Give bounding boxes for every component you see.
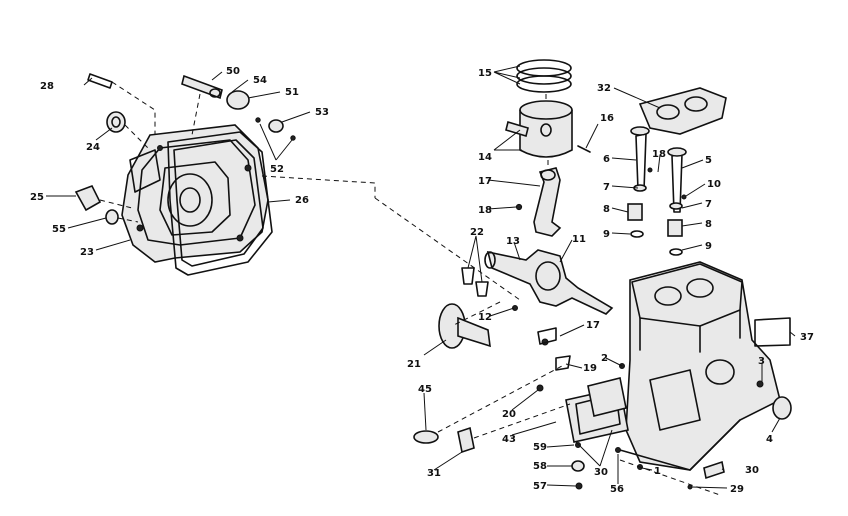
callout-54: 54 <box>253 75 267 86</box>
callout-51: 51 <box>285 87 299 98</box>
callout-labels: 28 50 54 51 53 52 24 26 25 55 23 15 32 1… <box>30 66 814 495</box>
callout-56: 56 <box>610 484 624 495</box>
right-assembly-lines <box>437 94 721 496</box>
callout-18-bolt: 18 <box>478 205 492 216</box>
plug-25 <box>74 184 102 212</box>
callout-14: 14 <box>478 152 492 163</box>
callout-30-right: 30 <box>745 465 759 476</box>
callout-6: 6 <box>603 154 610 165</box>
callout-32: 32 <box>597 83 611 94</box>
bolt-28 <box>87 73 113 89</box>
callout-11: 11 <box>572 234 586 245</box>
cylinder-block <box>619 87 792 471</box>
piston-pin-14 <box>505 120 529 138</box>
callout-37: 37 <box>800 332 814 343</box>
callout-8-left: 8 <box>603 204 610 215</box>
valve-spring-8a <box>627 203 643 221</box>
callout-55: 55 <box>52 224 66 235</box>
governor-shaft-50 <box>181 74 223 100</box>
connecting-rod-17 <box>533 167 562 237</box>
callout-57: 57 <box>533 481 547 492</box>
callout-22: 22 <box>470 227 484 238</box>
callout-26: 26 <box>295 195 309 206</box>
callout-13: 13 <box>506 236 520 247</box>
cover-gasket <box>167 131 273 276</box>
callout-52: 52 <box>270 164 284 175</box>
callout-21: 21 <box>407 359 421 370</box>
callout-5: 5 <box>705 155 712 166</box>
callout-29: 29 <box>730 484 744 495</box>
callout-25: 25 <box>30 192 44 203</box>
callout-24: 24 <box>86 142 100 153</box>
callout-2: 2 <box>601 353 608 364</box>
callout-31: 31 <box>427 468 441 479</box>
governor-gear-51 <box>226 90 250 110</box>
cylinder-block-1 <box>625 261 781 471</box>
callout-58: 58 <box>533 461 547 472</box>
callout-1: 1 <box>654 466 661 477</box>
plate-31 <box>457 426 475 454</box>
callout-19: 19 <box>583 363 597 374</box>
callout-7-right: 7 <box>705 199 712 210</box>
piston-assembly <box>505 59 591 237</box>
breather-45 <box>413 430 439 444</box>
callout-23: 23 <box>80 247 94 258</box>
crankshaft-assembly <box>438 126 687 349</box>
leader-lines <box>46 65 796 489</box>
callout-45: 45 <box>418 384 432 395</box>
callout-18-top: 18 <box>652 149 666 160</box>
callout-43: 43 <box>502 434 516 445</box>
callout-20: 20 <box>502 409 516 420</box>
washer-53 <box>268 119 284 133</box>
lower-small-parts <box>413 167 725 490</box>
valve-6 <box>635 133 647 191</box>
callout-9-left: 9 <box>603 229 610 240</box>
washer-55 <box>105 209 119 225</box>
callout-59: 59 <box>533 442 547 453</box>
crankcase-cover-assembly <box>74 73 296 276</box>
crankshaft-11 <box>486 249 614 315</box>
callout-30-lower: 30 <box>594 467 608 478</box>
callout-7-left: 7 <box>603 182 610 193</box>
callout-10: 10 <box>707 179 721 190</box>
callout-50: 50 <box>226 66 240 77</box>
callout-17-lower: 17 <box>586 320 600 331</box>
oil-seal-24 <box>106 111 126 133</box>
tappet-22 <box>461 267 475 285</box>
callout-16: 16 <box>600 113 614 124</box>
cylinder-head-gasket-32 <box>638 87 727 135</box>
callout-4: 4 <box>766 434 773 445</box>
callout-15: 15 <box>478 68 492 79</box>
callout-8-right: 8 <box>705 219 712 230</box>
callout-17-rod: 17 <box>478 176 492 187</box>
callout-53: 53 <box>315 107 329 118</box>
callout-28-bolt: 28 <box>40 81 54 92</box>
callout-3: 3 <box>758 356 765 367</box>
callout-12: 12 <box>478 312 492 323</box>
callout-9-right: 9 <box>705 241 712 252</box>
valve-spring-8b <box>667 219 683 237</box>
left-assembly-lines <box>99 81 521 301</box>
